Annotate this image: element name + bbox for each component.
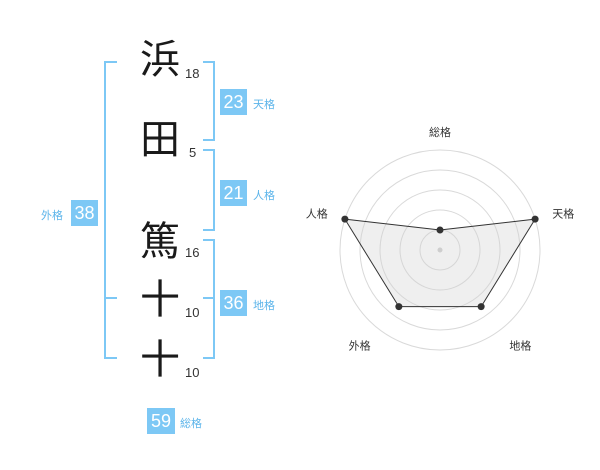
radar-grid [339, 149, 541, 351]
radar-points [341, 215, 539, 311]
name-char-4: 十 [140, 277, 180, 323]
radar-axis-label: 総格 [429, 125, 451, 139]
name-char-1: 浜 [140, 37, 180, 83]
stroke-count-2: 5 [189, 145, 197, 160]
radar-point [531, 215, 539, 223]
radar-grid-ring [359, 169, 521, 331]
radar-grid-ring [339, 149, 541, 351]
gaikaku-score: 38 [71, 200, 98, 226]
radar-center [437, 247, 443, 253]
radar-data-area [343, 218, 537, 308]
gaikaku-label: 外格 [41, 209, 63, 222]
jinkaku-label: 人格 [253, 189, 275, 202]
soukaku-score: 59 [147, 408, 175, 434]
radar-axis-label: 天格 [552, 207, 574, 221]
tenkaku-score: 23 [220, 89, 247, 115]
gaikaku-bracket [104, 61, 117, 359]
stroke-count-4: 10 [185, 305, 200, 320]
radar-point [436, 226, 444, 234]
radar-grid-ring [379, 189, 501, 311]
chikaku-label: 地格 [253, 299, 275, 312]
stroke-count-1: 18 [185, 66, 200, 81]
soukaku-label: 総格 [180, 417, 202, 430]
radar-point [395, 303, 403, 311]
tenkaku-label: 天格 [253, 98, 275, 111]
stroke-count-5: 10 [185, 365, 200, 380]
radar-axis-label: 人格 [306, 207, 328, 221]
chikaku-score: 36 [220, 290, 247, 316]
jinkaku-score: 21 [220, 180, 247, 206]
radar-axis-label: 地格 [509, 338, 531, 352]
jinkaku-bracket [203, 149, 215, 231]
radar-grid-ring [399, 209, 481, 291]
tenkaku-bracket [203, 61, 215, 141]
stroke-count-3: 16 [185, 245, 200, 260]
name-char-5: 十 [140, 337, 180, 383]
radar-axis-label: 外格 [349, 338, 371, 352]
radar-point [477, 303, 485, 311]
name-char-3: 篤 [140, 219, 180, 265]
radar-point [341, 215, 349, 223]
name-char-2: 田 [140, 117, 180, 163]
